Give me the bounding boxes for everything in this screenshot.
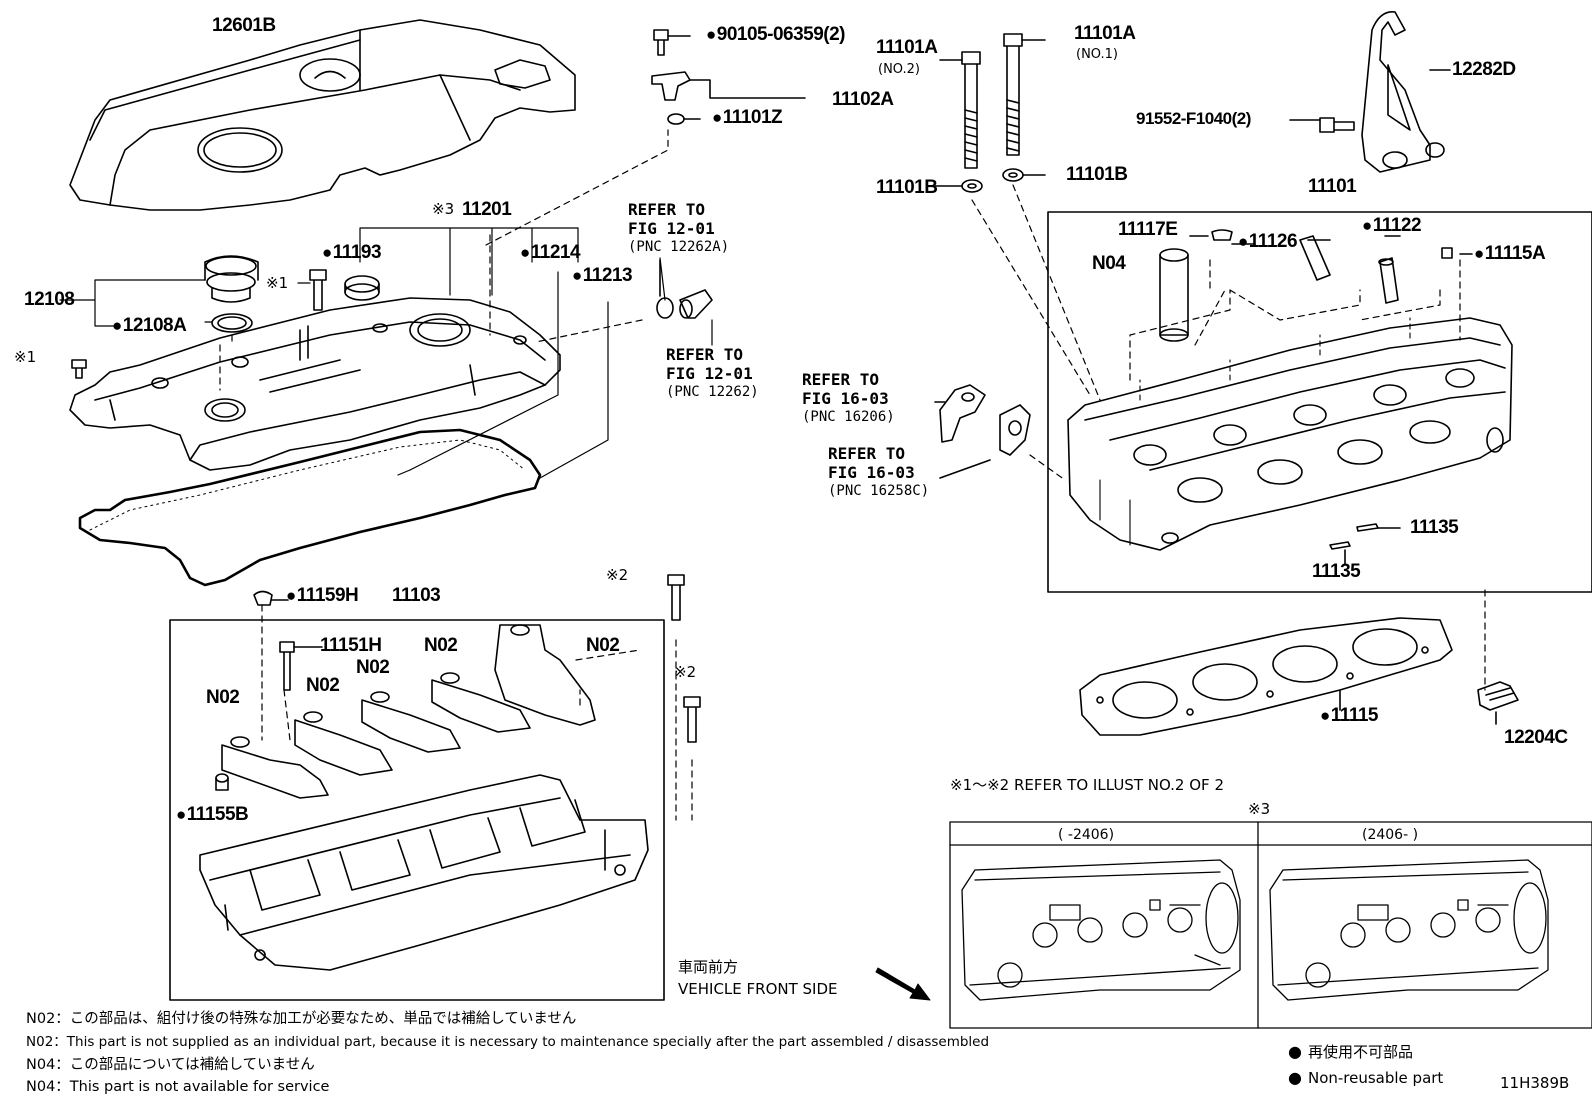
label-12282D: 12282D	[1452, 59, 1516, 80]
small-bolts-drawing	[71, 269, 327, 379]
camshaft-housing-group-box	[169, 619, 665, 1001]
camshaft-caps-drawing	[215, 590, 641, 799]
non-reusable-bullet-icon: ●	[1288, 1042, 1302, 1061]
note-N04-jp: N04：この部品については補給していません	[26, 1057, 315, 1073]
label-11115A: 11115A	[1474, 244, 1546, 263]
label-no2: (NO.2)	[878, 62, 920, 77]
inset-mark-3: ※3	[1248, 800, 1271, 818]
cylinder-head-cover-drawing	[69, 297, 561, 471]
label-11101B-left: 11101B	[876, 177, 938, 198]
water-outlet-drawing	[934, 384, 1066, 481]
label-12108: 12108	[24, 289, 75, 310]
label-11135-a: 11135	[1410, 517, 1459, 538]
label-91552-F1040: 91552-F1040(2)	[1136, 109, 1251, 128]
label-11117E: 11117E	[1118, 219, 1178, 240]
label-12601B: 12601B	[212, 15, 276, 36]
cylinder-head-group-box	[1047, 211, 1592, 593]
label-N02-a: N02	[424, 635, 458, 656]
label-11101: 11101	[1308, 176, 1357, 197]
label-no1: (NO.1)	[1076, 47, 1118, 62]
label-N04: N04	[1092, 253, 1126, 274]
note-N04-en: N04：This part is not available for servi…	[26, 1079, 330, 1095]
label-11101B-right: 11101B	[1066, 164, 1128, 185]
inset-col-right: (2406- )	[1362, 827, 1419, 843]
label-11151H: 11151H	[320, 635, 382, 656]
mark-2-b: ※2	[674, 663, 697, 681]
head-cover-gasket-drawing	[78, 428, 542, 587]
inset-refer-note: ※1～※2 REFER TO ILLUST NO.2 OF 2	[950, 776, 1224, 794]
inset-col-left: ( -2406)	[1058, 827, 1115, 843]
label-11115: 11115	[1320, 706, 1379, 725]
mark-3-11201: ※3	[432, 200, 455, 218]
legend-non-reusable-jp: ●再使用不可部品	[1288, 1042, 1413, 1061]
cam-sensor-drawing	[651, 29, 806, 125]
camshaft-housing-drawing	[199, 774, 649, 971]
label-11214: 11214	[520, 243, 581, 262]
non-reusable-bullet-icon: ●	[1288, 1068, 1302, 1087]
engine-cover-drawing	[69, 19, 576, 211]
label-11201: 11201	[462, 199, 512, 220]
label-N02-c: N02	[356, 657, 390, 678]
label-11122: 11122	[1362, 216, 1422, 235]
mark-2-a: ※2	[606, 566, 629, 584]
label-90105-06359: 90105-06359(2)	[706, 25, 846, 44]
note-N02-en: N02：This part is not supplied as an indi…	[26, 1034, 990, 1050]
note-N02-jp: N02：この部品は、組付け後の特殊な加工が必要なため、単品では補給していません	[26, 1011, 577, 1027]
label-12204C: 12204C	[1504, 727, 1568, 748]
label-N02-b: N02	[586, 635, 620, 656]
legend-non-reusable-en: ●Non-reusable part	[1288, 1068, 1444, 1087]
hose-clamp-drawing	[656, 259, 713, 319]
mark-1-top: ※1	[266, 274, 289, 292]
label-11135-b: 11135	[1312, 561, 1361, 582]
oil-filler-cap-drawing	[204, 255, 380, 333]
label-N02-d: N02	[306, 675, 340, 696]
inset-head-cover-early	[961, 859, 1241, 1001]
label-11102A: 11102A	[832, 89, 894, 110]
head-bolts-drawing	[934, 33, 1101, 401]
inset-table	[949, 821, 1592, 1029]
label-11159H: 11159H	[286, 586, 359, 605]
label-11213: 11213	[572, 266, 633, 285]
vehicle-front-jp: 車両前方	[678, 958, 739, 976]
label-11101A-no1: 11101A	[1074, 23, 1136, 44]
label-11101A-no2: 11101A	[876, 37, 938, 58]
head-gasket-drawing	[1079, 617, 1453, 736]
label-11101Z: 11101Z	[712, 108, 783, 127]
label-11103: 11103	[392, 585, 441, 606]
label-N02-e: N02	[206, 687, 240, 708]
vehicle-front-arrow-icon	[875, 967, 931, 1001]
label-11155B: 11155B	[176, 805, 249, 824]
vehicle-front-en: VEHICLE FRONT SIDE	[678, 980, 838, 998]
figure-id: 11H389B	[1500, 1074, 1570, 1092]
temperature-sensor-drawing	[1477, 589, 1519, 725]
label-11193: 11193	[322, 243, 382, 262]
label-11126: 11126	[1238, 232, 1298, 251]
label-12108A: 12108A	[112, 316, 187, 335]
cylinder-head-drawing	[1067, 259, 1513, 551]
inset-head-cover-late	[1269, 859, 1549, 1001]
camshaft-housing-bolts-drawing	[667, 574, 701, 821]
engine-hanger-drawing	[1289, 11, 1451, 173]
mark-1-left: ※1	[14, 348, 37, 366]
